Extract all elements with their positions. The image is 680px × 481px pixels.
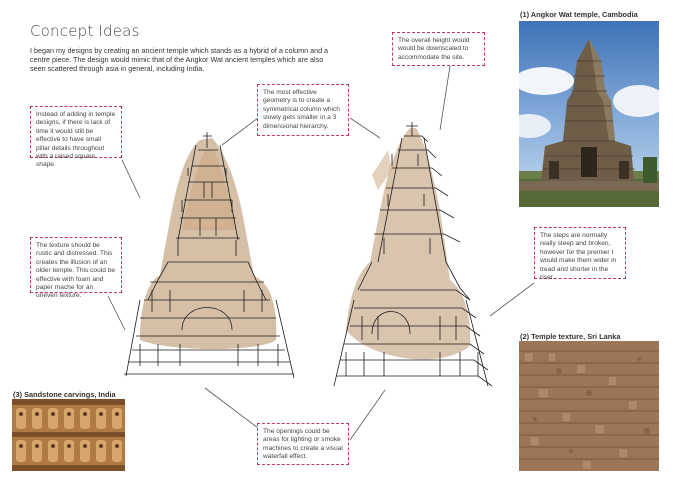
- sandstone-carvings-photo: [12, 399, 125, 471]
- note-openings: The openings could be areas for lighting…: [257, 423, 349, 465]
- page-title: Concept Ideas: [30, 22, 140, 40]
- temple-texture-photo: [519, 341, 659, 471]
- angkor-wat-photo: [519, 21, 659, 207]
- photo-caption-angkor: (1) Angkor Wat temple, Cambodia: [520, 10, 638, 19]
- note-pillar-details: Instead of adding in temple designs, if …: [30, 106, 122, 168]
- left-temple-sketch: [124, 132, 295, 379]
- note-geometry: The most effective geometry is to create…: [257, 84, 349, 136]
- photo-caption-sandstone: (3) Sandstone carvings, India: [13, 390, 116, 399]
- note-steps: The steps are normally really steep and …: [534, 227, 626, 281]
- intro-text: I began my designs by creating an ancien…: [30, 46, 329, 74]
- right-temple-sketch: [333, 122, 493, 387]
- note-height: The overall height would would be downsc…: [392, 32, 485, 66]
- photo-caption-texture: (2) Temple texture, Sri Lanka: [520, 332, 621, 341]
- note-texture: The texture should be rustic and distres…: [30, 237, 122, 299]
